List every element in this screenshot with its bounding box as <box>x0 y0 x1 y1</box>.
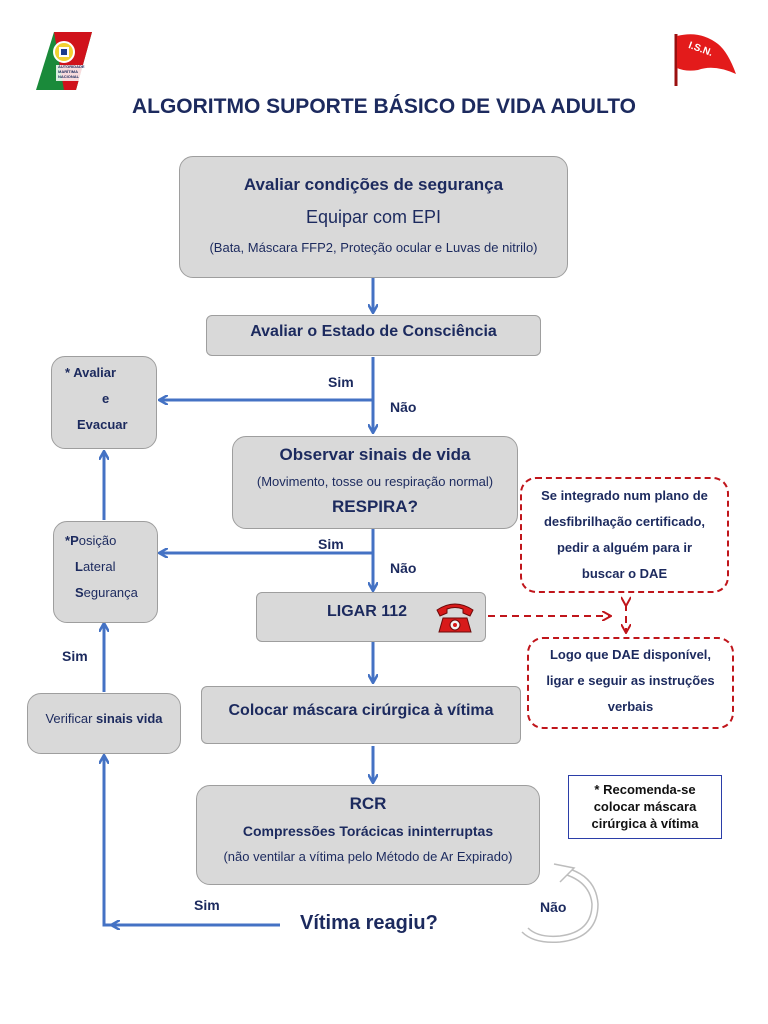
evacuate-box: * Avaliar e Evacuar <box>51 356 157 449</box>
call-112-box: LIGAR 112 <box>256 592 486 642</box>
mask-note-line: colocar máscara <box>593 799 697 814</box>
signs-of-life-box: Observar sinais de vida (Movimento, toss… <box>232 436 518 529</box>
dae-use-note: Logo que DAE disponível, ligar e seguir … <box>527 637 734 729</box>
verify-emph: sinais vida <box>96 711 163 726</box>
pls-s-rest: egurança <box>83 585 138 600</box>
victim-reacted-question: Vítima reagiu? <box>300 912 438 934</box>
ppe-details: (Bata, Máscara FFP2, Proteção ocular e L… <box>209 240 538 255</box>
label-nao-consciousness: Não <box>390 399 417 415</box>
label-sim-vital-signs: Sim <box>62 648 88 664</box>
lateral-safety-position-box: *Posição Lateral Segurança <box>53 521 158 623</box>
cpr-box: RCR Compressões Torácicas ininterruptas … <box>196 785 540 885</box>
breathing-question: RESPIRA? <box>332 497 418 516</box>
pls-line1: *Posição <box>54 528 157 554</box>
pls-star: * <box>65 533 71 548</box>
pls-p-rest: osição <box>78 533 117 548</box>
evacuate-line2: e <box>102 391 110 406</box>
safety-assessment-box: Avaliar condições de segurança Equipar c… <box>179 156 568 278</box>
safety-title: Avaliar condições de segurança <box>243 175 504 194</box>
pls-p: P <box>70 533 79 548</box>
mask-note-line: * Recomenda-se <box>594 782 696 797</box>
surgical-mask-box: Colocar máscara cirúrgica à vítima <box>201 686 521 744</box>
signs-title: Observar sinais de vida <box>279 445 471 464</box>
page-title: ALGORITMO SUPORTE BÁSICO DE VIDA ADULTO <box>131 95 636 118</box>
mask-recommendation-note: * Recomenda-se colocar máscara cirúrgica… <box>568 775 722 839</box>
dae-plan-line: Se integrado num plano de <box>541 488 708 503</box>
evacuate-line1: * Avaliar <box>65 365 117 380</box>
label-nao-reacted: Não <box>540 899 567 915</box>
dae-plan-note: Se integrado num plano de desfibrilhação… <box>520 477 729 593</box>
call-112-text: LIGAR 112 <box>327 603 408 620</box>
dae-use-line: ligar e seguir as instruções <box>546 673 715 688</box>
dae-use-line: verbais <box>607 699 654 714</box>
verify-prefix: Verificar <box>45 711 97 726</box>
label-sim-consciousness: Sim <box>328 374 354 390</box>
pls-l-rest: ateral <box>82 559 116 574</box>
label-nao-breathing: Não <box>390 560 417 576</box>
cpr-no-ventilation: (não ventilar a vítima pelo Método de Ar… <box>223 849 513 864</box>
dae-plan-line: desfibrilhação certificado, <box>543 514 706 529</box>
pls-line3: Segurança <box>54 580 157 606</box>
signs-details: (Movimento, tosse ou respiração normal) <box>256 474 494 489</box>
maritime-authority-logo <box>36 32 92 90</box>
dae-plan-line: buscar o DAE <box>581 566 668 581</box>
loop-arrow-icon <box>516 862 604 948</box>
dae-plan-line: pedir a alguém para ir <box>556 540 693 555</box>
verify-vital-signs-box: Verificar sinais vida <box>27 693 181 754</box>
consciousness-text: Avaliar o Estado de Consciência <box>250 323 497 340</box>
surgical-mask-text: Colocar máscara cirúrgica à vítima <box>228 702 494 719</box>
label-sim-reacted: Sim <box>194 897 220 913</box>
cpr-compressions: Compressões Torácicas ininterruptas <box>242 823 494 839</box>
pls-s: S <box>75 585 84 600</box>
telephone-icon <box>436 603 474 633</box>
isn-flag-logo <box>674 34 736 86</box>
evacuate-line3: Evacuar <box>77 417 128 432</box>
label-sim-breathing: Sim <box>318 536 344 552</box>
cpr-title: RCR <box>349 794 387 813</box>
pls-l: L <box>75 559 83 574</box>
ppe-instruction: Equipar com EPI <box>305 207 442 227</box>
pls-line2: Lateral <box>54 554 157 580</box>
dae-use-line: Logo que DAE disponível, <box>549 647 712 662</box>
maritime-authority-text: AUTORIDADE MARÍTIMA NACIONAL <box>58 64 85 79</box>
consciousness-box: Avaliar o Estado de Consciência <box>206 315 541 356</box>
mask-note-line: cirúrgica à vítima <box>591 816 699 831</box>
